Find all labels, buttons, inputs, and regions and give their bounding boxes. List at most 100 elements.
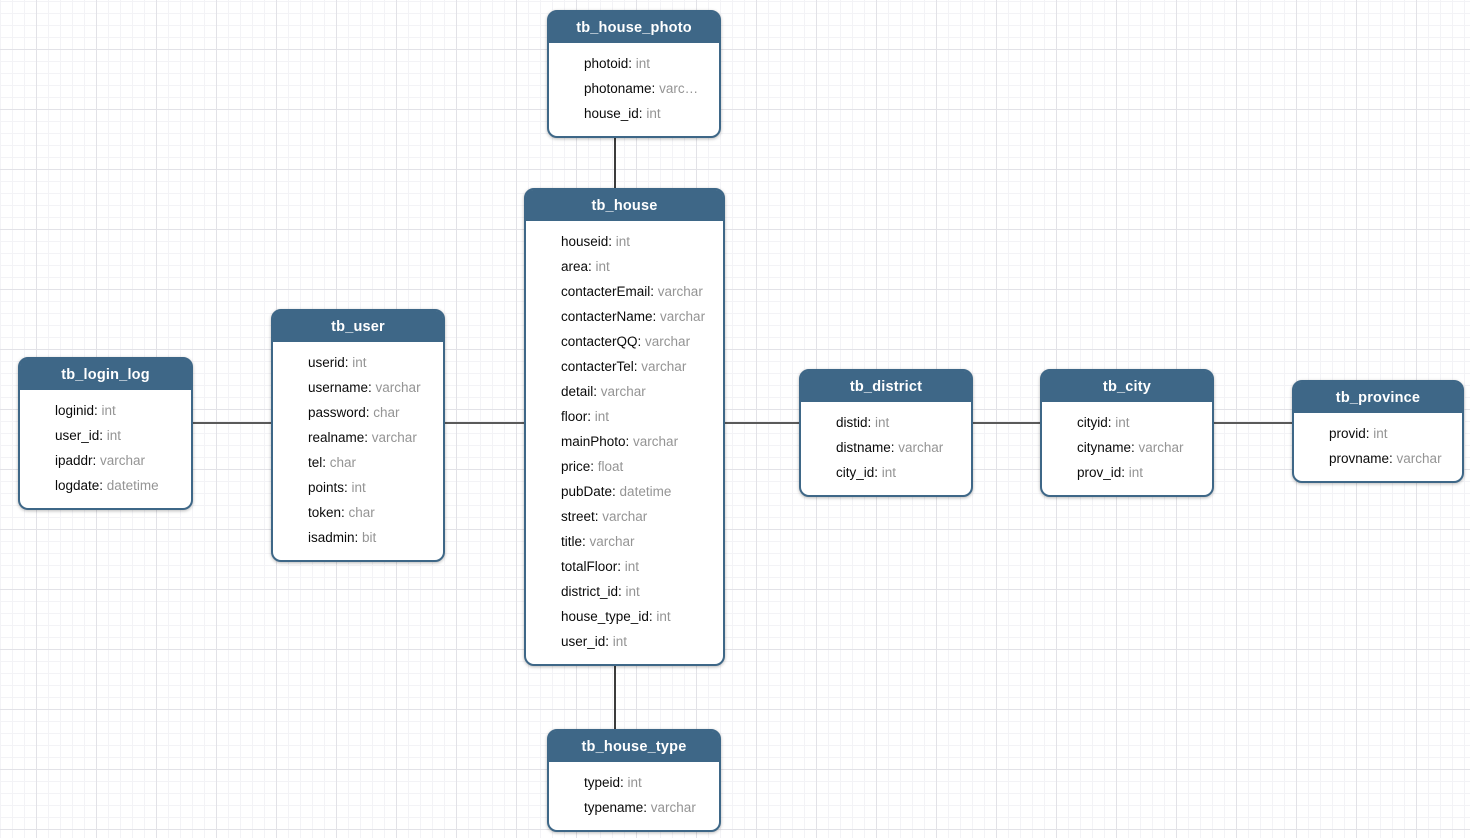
- field-name: cityid:: [1077, 415, 1112, 430]
- field-row[interactable]: user_id: int: [526, 629, 723, 654]
- field-row[interactable]: provname: varchar: [1294, 446, 1462, 471]
- field-row[interactable]: area: int: [526, 254, 723, 279]
- field-name: provid:: [1329, 426, 1370, 441]
- connector-house-district[interactable]: [710, 422, 810, 424]
- field-row[interactable]: detail: varchar: [526, 379, 723, 404]
- field-type: char: [369, 405, 400, 420]
- field-row[interactable]: provid: int: [1294, 421, 1462, 446]
- field-name: city_id:: [836, 465, 879, 480]
- field-row[interactable]: user_id: int: [20, 423, 191, 448]
- field-row[interactable]: loginid: int: [20, 398, 191, 423]
- field-row[interactable]: contacterQQ: varchar: [526, 329, 723, 354]
- field-row[interactable]: city_id: int: [801, 460, 971, 485]
- field-name: detail:: [561, 384, 598, 399]
- field-row[interactable]: realname: varchar: [273, 425, 443, 450]
- field-name: price:: [561, 459, 595, 474]
- field-row[interactable]: house_type_id: int: [526, 604, 723, 629]
- field-type: bit: [358, 530, 377, 545]
- field-name: house_type_id:: [561, 609, 653, 624]
- field-row[interactable]: token: char: [273, 500, 443, 525]
- field-row[interactable]: typeid: int: [549, 770, 719, 795]
- field-row[interactable]: house_id: int: [549, 101, 719, 126]
- field-row[interactable]: pubDate: datetime: [526, 479, 723, 504]
- field-row[interactable]: ipaddr: varchar: [20, 448, 191, 473]
- field-row[interactable]: logdate: datetime: [20, 473, 191, 498]
- connector-house-house_type[interactable]: [614, 650, 616, 738]
- field-name: cityname:: [1077, 440, 1135, 455]
- field-row[interactable]: photoid: int: [549, 51, 719, 76]
- field-name: userid:: [308, 355, 349, 370]
- field-name: user_id:: [55, 428, 104, 443]
- field-type: int: [623, 775, 642, 790]
- field-row[interactable]: mainPhoto: varchar: [526, 429, 723, 454]
- field-name: realname:: [308, 430, 369, 445]
- field-name: password:: [308, 405, 370, 420]
- field-name: points:: [308, 480, 348, 495]
- field-type: int: [609, 634, 628, 649]
- field-row[interactable]: price: float: [526, 454, 723, 479]
- connector-house_photo-house[interactable]: [614, 120, 616, 198]
- field-type: varchar: [641, 334, 691, 349]
- field-type: varchar: [96, 453, 146, 468]
- field-type: varchar: [1134, 440, 1184, 455]
- field-name: house_id:: [584, 106, 643, 121]
- connector-city-province[interactable]: [1200, 422, 1305, 424]
- field-row[interactable]: prov_id: int: [1042, 460, 1212, 485]
- table-header: tb_house: [526, 190, 723, 221]
- field-row[interactable]: typename: varchar: [549, 795, 719, 820]
- field-type: varchar: [647, 800, 696, 815]
- table-title: tb_user: [331, 319, 385, 335]
- field-type: int: [642, 106, 661, 121]
- table-header: tb_province: [1294, 382, 1462, 413]
- field-row[interactable]: cityid: int: [1042, 410, 1212, 435]
- field-row[interactable]: contacterTel: varchar: [526, 354, 723, 379]
- field-row[interactable]: totalFloor: int: [526, 554, 723, 579]
- table-header: tb_district: [801, 371, 971, 402]
- field-type: int: [97, 403, 116, 418]
- field-row[interactable]: points: int: [273, 475, 443, 500]
- field-name: ipaddr:: [55, 453, 97, 468]
- field-row[interactable]: password: char: [273, 400, 443, 425]
- field-type: int: [591, 259, 610, 274]
- field-type: varchar: [629, 434, 679, 449]
- field-row[interactable]: title: varchar: [526, 529, 723, 554]
- table-title: tb_house_photo: [576, 20, 692, 36]
- field-row[interactable]: username: varchar: [273, 375, 443, 400]
- field-name: logdate:: [55, 478, 104, 493]
- field-row[interactable]: cityname: varchar: [1042, 435, 1212, 460]
- field-row[interactable]: userid: int: [273, 350, 443, 375]
- field-row[interactable]: contacterEmail: varchar: [526, 279, 723, 304]
- field-row[interactable]: contacterName: varchar: [526, 304, 723, 329]
- field-row[interactable]: tel: char: [273, 450, 443, 475]
- field-row[interactable]: houseid: int: [526, 229, 723, 254]
- field-row[interactable]: distid: int: [801, 410, 971, 435]
- field-row[interactable]: floor: int: [526, 404, 723, 429]
- connector-user-house[interactable]: [430, 422, 540, 424]
- field-type: int: [878, 465, 897, 480]
- field-row[interactable]: distname: varchar: [801, 435, 971, 460]
- table-header: tb_login_log: [20, 359, 191, 390]
- field-row[interactable]: district_id: int: [526, 579, 723, 604]
- field-type: varchar: [1392, 451, 1442, 466]
- field-name: token:: [308, 505, 345, 520]
- table-title: tb_district: [849, 379, 923, 395]
- table-title: tb_house_type: [581, 739, 687, 755]
- field-name: houseid:: [561, 234, 613, 249]
- field-type: varchar: [598, 509, 648, 524]
- field-name: mainPhoto:: [561, 434, 630, 449]
- field-row[interactable]: isadmin: bit: [273, 525, 443, 550]
- connector-district-city[interactable]: [960, 422, 1055, 424]
- field-type: char: [326, 455, 357, 470]
- field-row[interactable]: street: varchar: [526, 504, 723, 529]
- field-row[interactable]: photoname: varc…: [549, 76, 719, 101]
